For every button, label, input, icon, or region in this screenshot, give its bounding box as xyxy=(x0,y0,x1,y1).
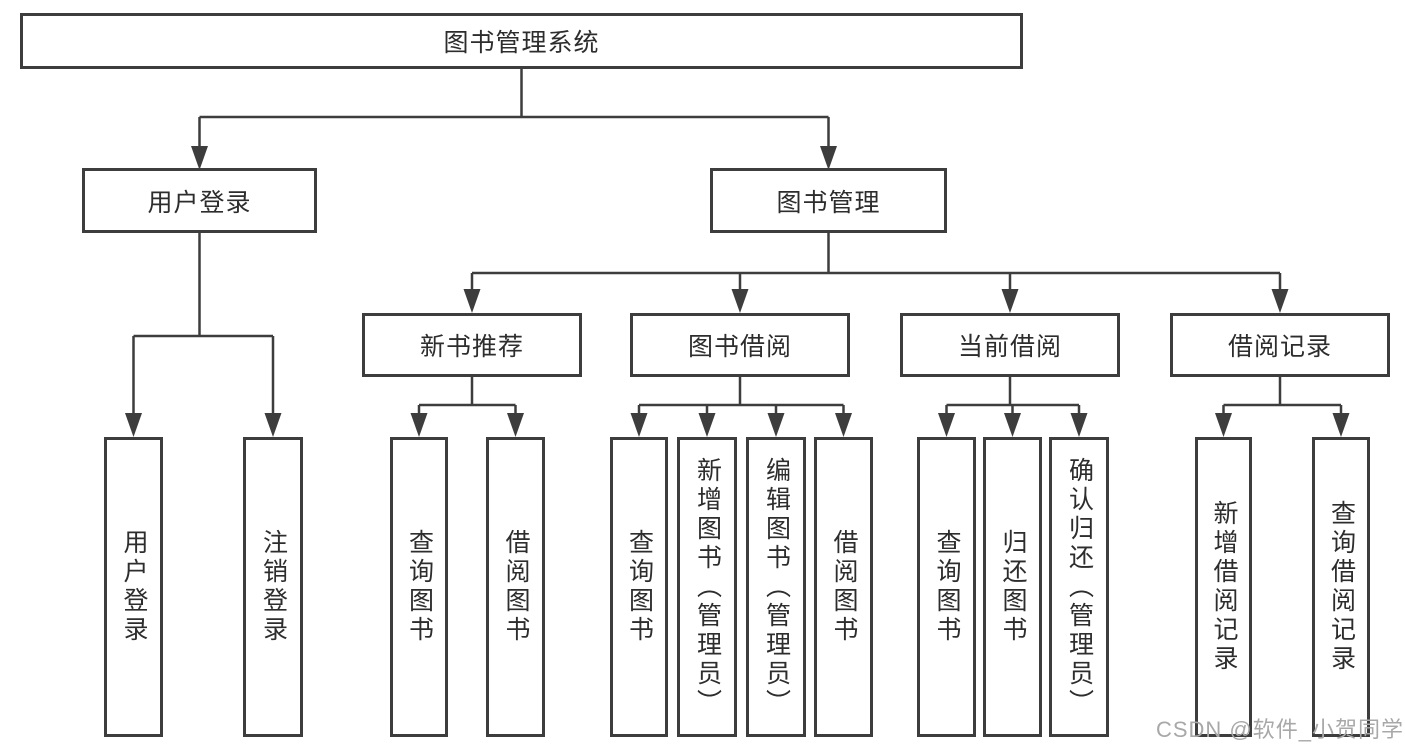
node-label: 借阅图书 xyxy=(502,529,530,645)
node-label: 用户登录 xyxy=(120,529,148,645)
node-label: 查询图书 xyxy=(405,529,434,645)
node-query-books: 查询图书 xyxy=(610,437,668,737)
node-leaf-user-login: 用户登录 xyxy=(104,437,163,737)
node-label: 图书借阅 xyxy=(687,333,792,361)
node-edit-book-admin: 编辑图书（管理员） xyxy=(746,437,806,737)
node-borrowing-records: 借阅记录 xyxy=(1170,313,1390,377)
node-label: 注销登录 xyxy=(259,529,288,645)
node-label: 新增借阅记录 xyxy=(1210,500,1238,674)
node-label: 新增图书（管理员） xyxy=(693,456,722,718)
node-label: 当前借阅 xyxy=(957,333,1062,361)
node-add-book-admin: 新增图书（管理员） xyxy=(677,437,737,737)
node-borrow-books: 借阅图书 xyxy=(814,437,873,737)
csdn-watermark: CSDN @软件_小贺同学 xyxy=(1155,717,1404,742)
node-return-books: 归还图书 xyxy=(983,437,1042,737)
node-leaf-logout: 注销登录 xyxy=(243,437,303,737)
node-label: 用户登录 xyxy=(147,188,252,217)
node-label: 图书管理 xyxy=(776,188,881,217)
node-label: 查询图书 xyxy=(625,529,654,645)
node-label: 确认归还（管理员） xyxy=(1065,456,1094,718)
node-query-books: 查询图书 xyxy=(390,437,448,737)
arrowhead-icons xyxy=(125,146,1350,437)
node-label: 编辑图书（管理员） xyxy=(762,456,791,718)
node-label: 查询借阅记录 xyxy=(1327,500,1356,674)
node-book-borrowing: 图书借阅 xyxy=(630,313,850,377)
node-new-book-recommend: 新书推荐 xyxy=(362,313,582,377)
node-current-borrowing: 当前借阅 xyxy=(900,313,1120,377)
node-user-login: 用户登录 xyxy=(82,168,317,233)
node-label: 新书推荐 xyxy=(419,333,524,361)
node-query-books: 查询图书 xyxy=(917,437,976,737)
node-label: 借阅记录 xyxy=(1227,333,1332,361)
node-label: 归还图书 xyxy=(999,529,1027,645)
node-borrow-books: 借阅图书 xyxy=(486,437,545,737)
node-query-borrow-record: 查询借阅记录 xyxy=(1312,437,1370,737)
node-label: 查询图书 xyxy=(933,529,961,645)
node-library-management-system: 图书管理系统 xyxy=(20,13,1023,69)
node-confirm-return-admin: 确认归还（管理员） xyxy=(1049,437,1109,737)
node-label: 借阅图书 xyxy=(830,529,858,645)
node-label: 图书管理系统 xyxy=(443,29,600,57)
node-book-management: 图书管理 xyxy=(710,168,947,233)
connector-lines xyxy=(132,69,1343,420)
node-add-borrow-record: 新增借阅记录 xyxy=(1195,437,1252,737)
